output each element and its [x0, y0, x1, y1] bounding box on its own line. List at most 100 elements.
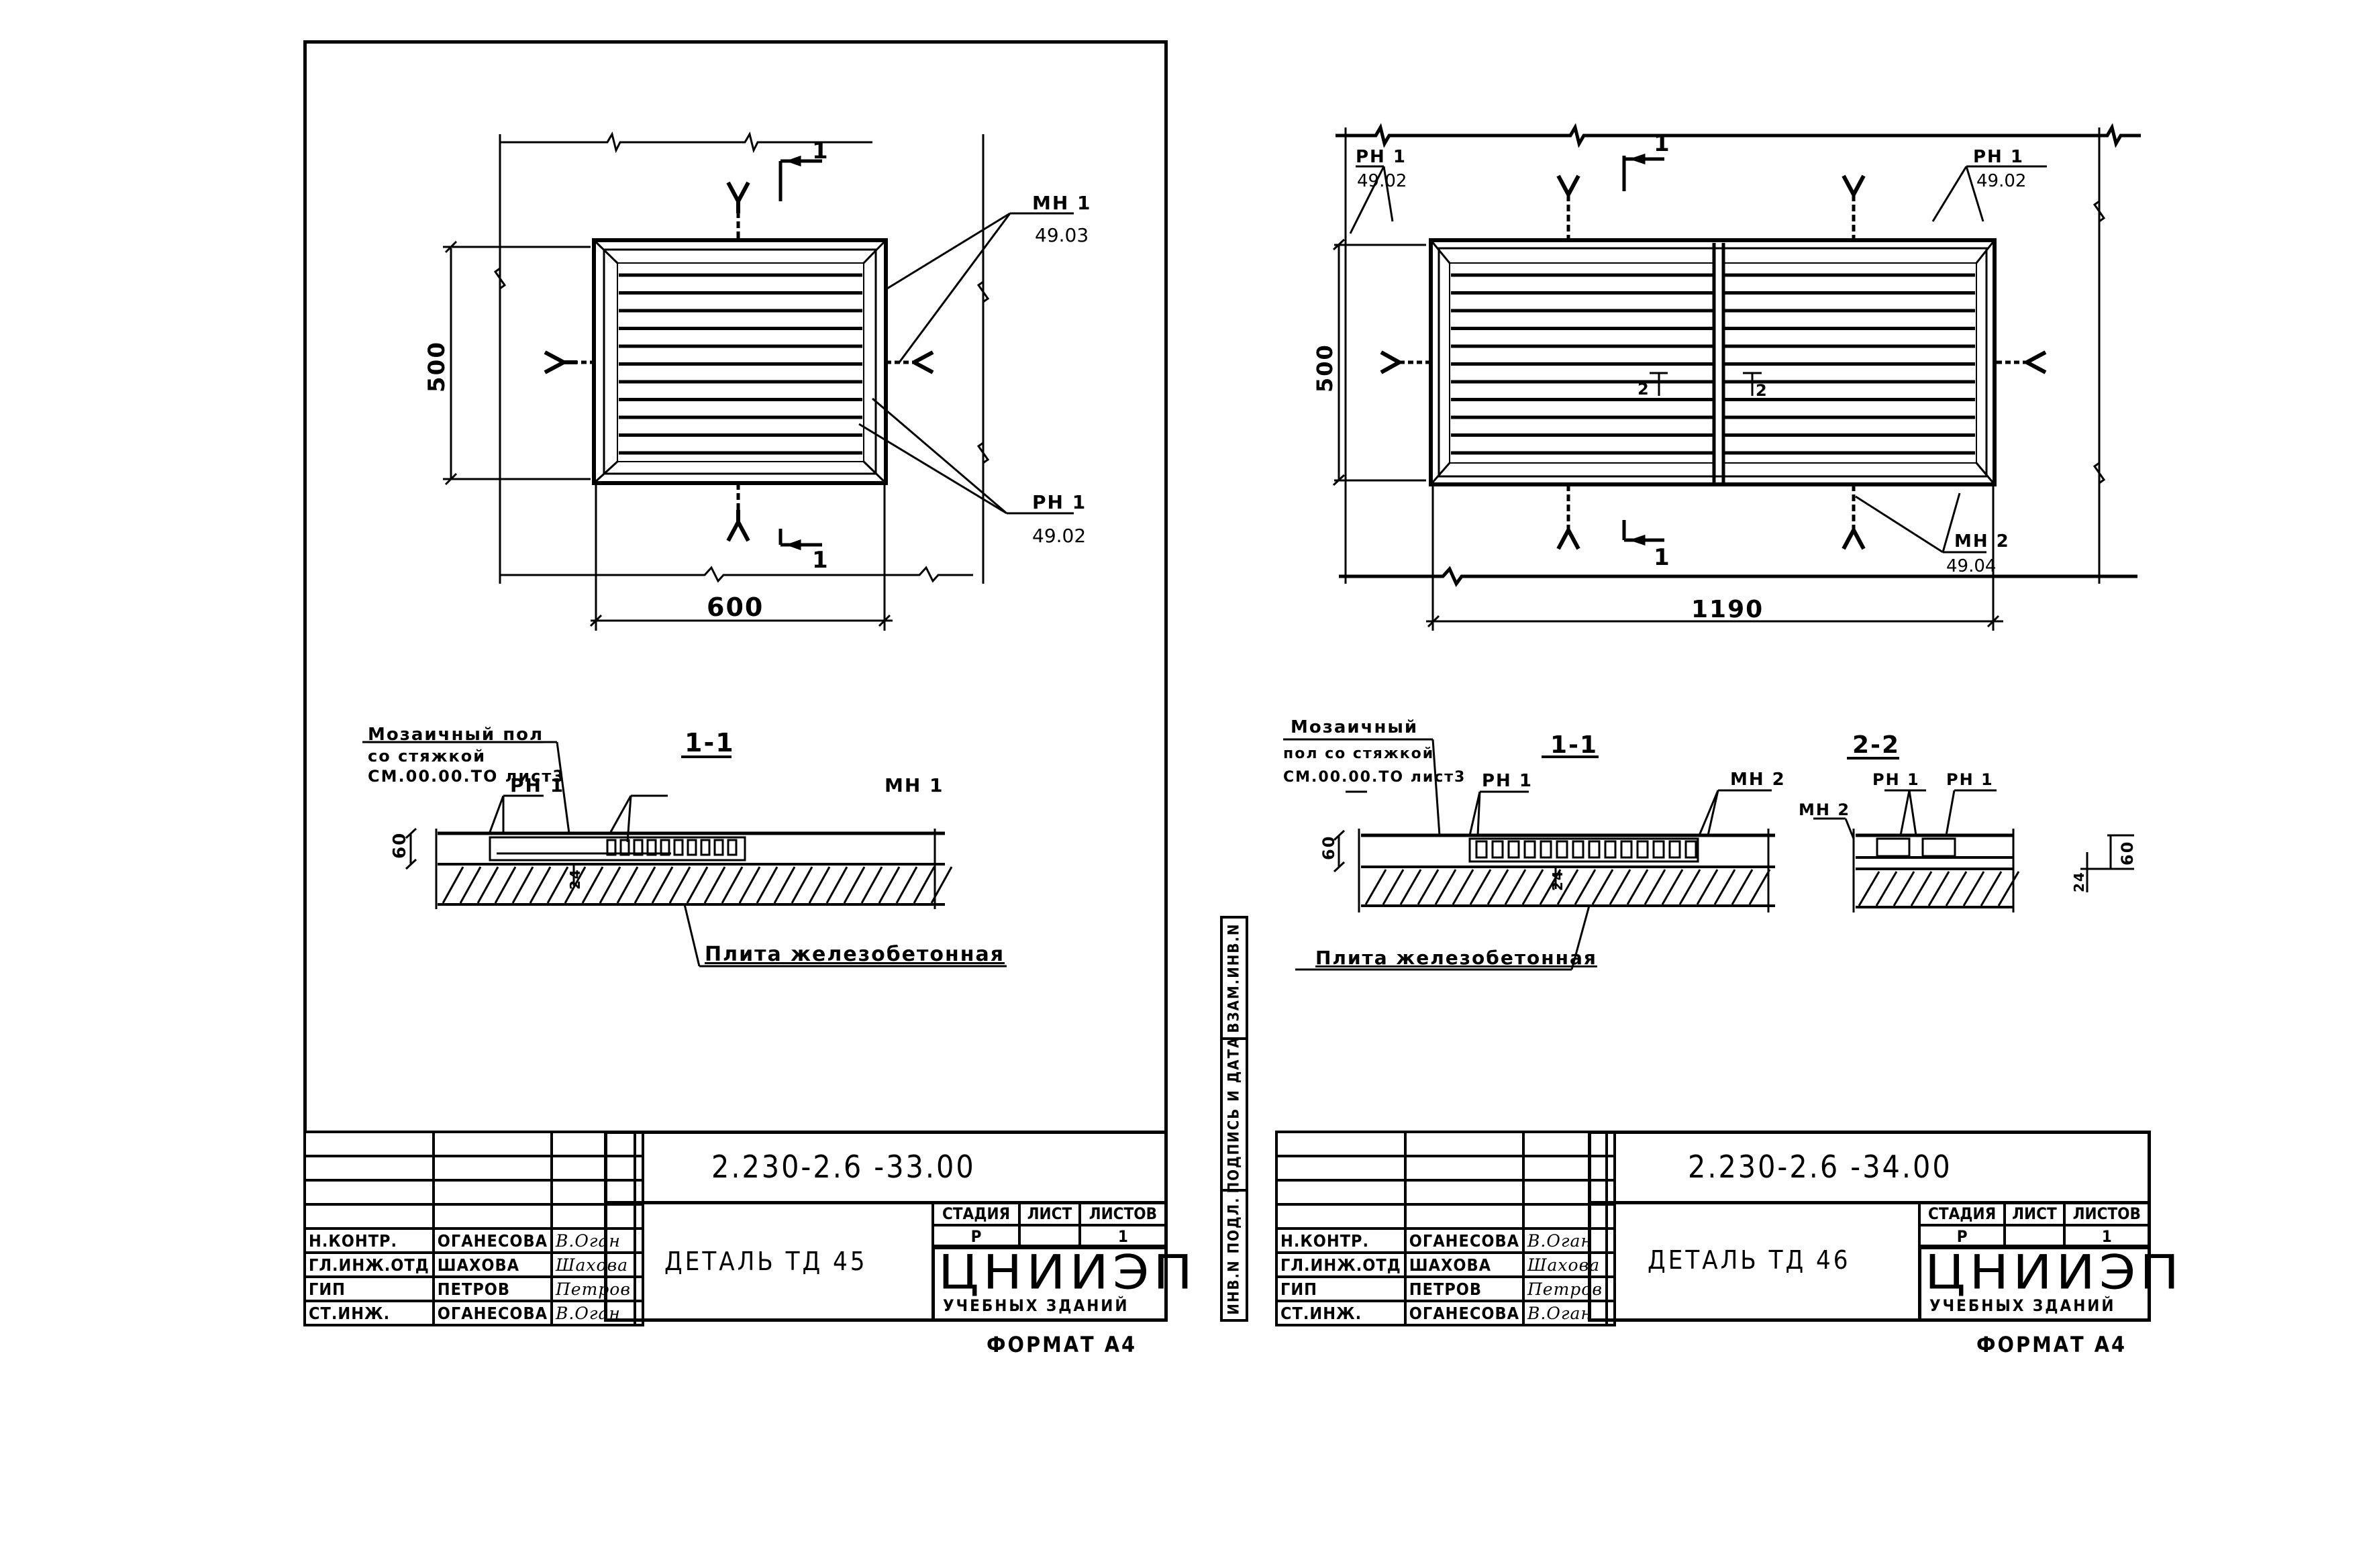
slab-label-2: Плита железобетонная	[1315, 947, 1597, 969]
section-title-22: 2-2	[1852, 731, 1900, 759]
format-label-2: ФОРМАТ А4	[1976, 1332, 2127, 1357]
hatch-line	[895, 866, 918, 904]
hatch-line	[1893, 871, 1915, 906]
anchor-icon-top-left	[1556, 174, 1580, 196]
doc-code-2: 2.230-2.6 -34.00	[1688, 1149, 1952, 1185]
org-subtitle-2: УЧЕБНЫХ ЗДАНИЙ	[1929, 1296, 2116, 1315]
callout-mh2-label: МН 2	[1954, 531, 2010, 552]
hatch-line	[738, 866, 761, 904]
dim-thickness-label-2: 60	[1319, 835, 1338, 860]
callout-ph1-right-ref: 49.02	[1976, 171, 2026, 191]
section-mark-2-number-left: 2	[1638, 380, 1650, 399]
break-line-bottom	[500, 566, 973, 583]
hatch-line	[651, 866, 674, 904]
dim-height-label: 500	[423, 341, 450, 393]
hatch-line	[930, 866, 953, 904]
hatch-line	[808, 866, 831, 904]
drawing-title-2: ДЕТАЛЬ ТД 46	[1648, 1245, 1851, 1275]
grille-cell	[1556, 840, 1568, 859]
hatch-line	[442, 866, 464, 904]
hatch-line	[1626, 869, 1649, 905]
callout-mh1-label: МН 1	[1032, 192, 1092, 214]
section-mark-number-top: 1	[812, 138, 829, 164]
grille-cell	[1523, 840, 1536, 859]
grille-slats	[619, 273, 862, 455]
drawing-sheet-td45	[303, 40, 1168, 1322]
hatch-line	[1556, 869, 1579, 905]
hatch-line	[1434, 869, 1457, 905]
hatch-line	[546, 866, 569, 904]
hatch-line	[511, 866, 534, 904]
floor-note-line-3: СМ.00.00.ТО лист3	[368, 767, 565, 786]
grille-cell	[1572, 840, 1584, 859]
hatch-line	[1382, 869, 1405, 905]
anchor-icon-left	[544, 350, 577, 374]
hatch-line	[1469, 869, 1492, 905]
grille-cell	[606, 839, 617, 856]
hatch-line	[686, 866, 709, 904]
hatch-line	[1591, 869, 1614, 905]
section-mark-number-bottom: 1	[812, 547, 829, 574]
dim-inner-label-2: 24	[1550, 870, 1566, 891]
hatch-line	[1910, 871, 1933, 906]
org-cell	[931, 1245, 1168, 1322]
dim-width-label: 600	[707, 592, 764, 622]
hatch-line	[1696, 869, 1719, 905]
hatch-line	[1487, 869, 1509, 905]
section-mark-2-left	[1650, 372, 1668, 396]
break-line-top-2	[1336, 123, 2141, 148]
hatch-line	[1945, 871, 1968, 906]
grille-cell	[687, 839, 697, 856]
grille-cell	[673, 839, 684, 856]
callout-mh1-ref: 49.03	[1035, 224, 1089, 246]
hatch-line	[1609, 869, 1631, 905]
dim-width-label-2: 1190	[1691, 596, 1764, 623]
section-mark-top	[778, 159, 822, 201]
grille-cell	[1540, 840, 1552, 859]
grille-cell	[660, 839, 670, 856]
section-mark-2-number-right: 2	[1756, 381, 1768, 400]
org-logo-2: ЦНИИЭП	[1925, 1245, 2184, 1300]
hatch-line	[1661, 869, 1684, 905]
grille-cell	[1604, 840, 1617, 859]
grille-cell	[1668, 840, 1681, 859]
hatch-line	[1997, 871, 2020, 906]
hatch-line	[1875, 871, 1898, 906]
hatch-line	[791, 866, 813, 904]
hatch-line	[494, 866, 517, 904]
hatch-line	[476, 866, 499, 904]
anchor-icon-bottom-right	[1842, 529, 1866, 550]
section-label-mh1: МН 1	[885, 774, 944, 796]
hatch-line	[1399, 869, 1422, 905]
hatch-line	[564, 866, 587, 904]
callout-ph1-label: РН 1	[1032, 491, 1087, 513]
grille-slats-2	[1451, 273, 1975, 455]
hatch-line	[825, 866, 848, 904]
hatch-line	[599, 866, 621, 904]
anchor-icon-top	[726, 181, 750, 213]
concrete-slab-hatch-22	[1858, 871, 2020, 906]
floor-note-2-line-2: пол со стяжкой	[1283, 745, 1434, 762]
grille-cell	[1588, 840, 1601, 859]
grille-cell	[633, 839, 644, 856]
section-mark-bottom	[778, 529, 822, 547]
hatch-line	[1364, 869, 1387, 905]
hatch-line	[668, 866, 691, 904]
dim-inner-label-22: 24	[2071, 871, 2087, 892]
section-label-ph1-2: РН 1	[1482, 771, 1533, 791]
hatch-line	[1713, 869, 1736, 905]
hatch-line	[1731, 869, 1754, 905]
hatch-line	[1858, 871, 1880, 906]
hatch-line	[634, 866, 656, 904]
hatch-line	[913, 866, 936, 904]
hatch-line	[1504, 869, 1527, 905]
hatch-line	[1539, 869, 1562, 905]
dim-height-label-2: 500	[1312, 344, 1338, 393]
grille-cell	[619, 839, 630, 856]
